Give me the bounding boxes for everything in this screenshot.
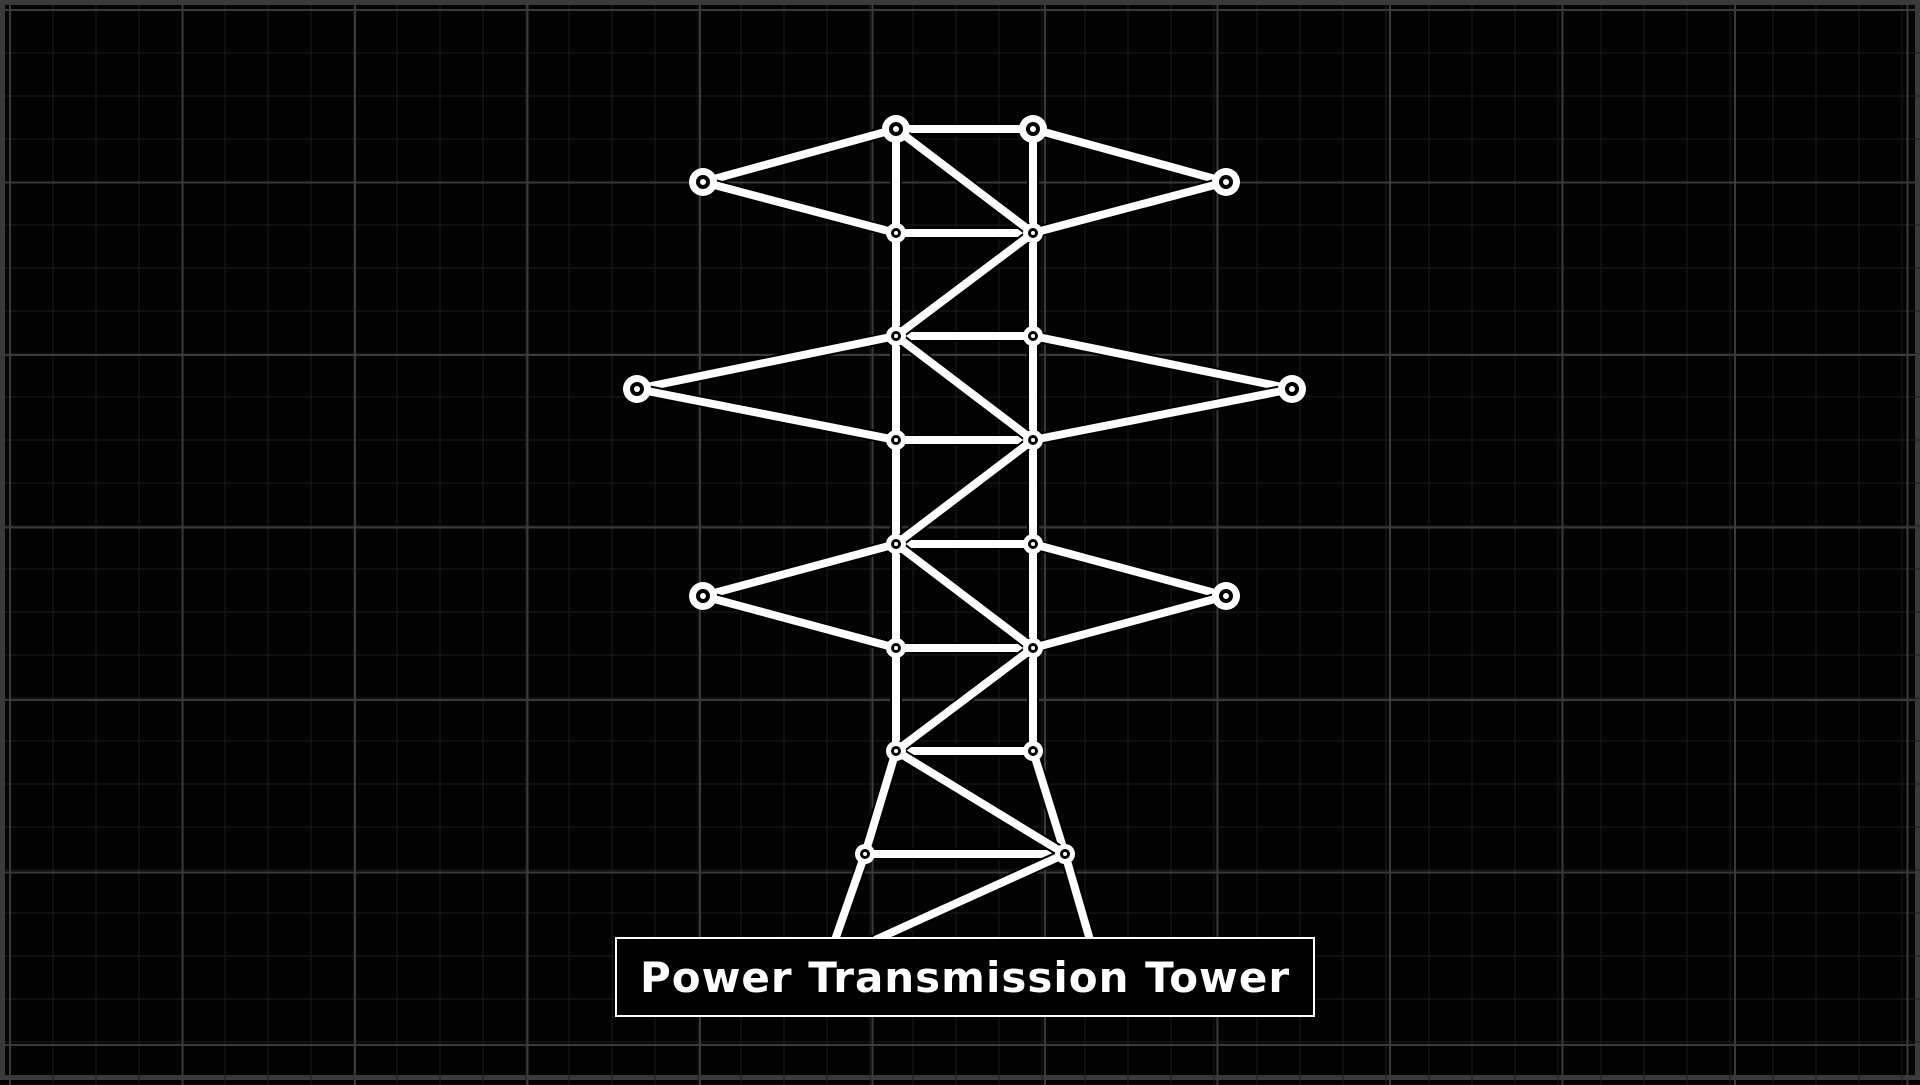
anchor-joint[interactable] [1278, 375, 1306, 403]
joint-pin [1063, 852, 1067, 856]
anchor-joint[interactable] [623, 375, 651, 403]
title-banner: Power Transmission Tower [615, 937, 1315, 1017]
truss-beam [893, 229, 1036, 340]
joint-pin [634, 386, 640, 392]
truss-beam [1031, 125, 1228, 186]
joint-pin [894, 646, 898, 650]
joint-pin [1289, 386, 1295, 392]
joint-pin [1031, 542, 1035, 546]
truss-scene[interactable] [5, 5, 1920, 1085]
truss-beam [893, 125, 1036, 237]
truss-beam [701, 592, 898, 652]
truss-beam [831, 852, 869, 942]
joint-pin [863, 852, 867, 856]
anchor-joint[interactable] [689, 582, 717, 610]
truss-joint[interactable] [886, 223, 906, 243]
truss-beam [701, 540, 898, 600]
truss-beam [701, 125, 898, 186]
joint-pin [700, 179, 706, 185]
joint-pin [1031, 646, 1035, 650]
truss-beam [1031, 178, 1228, 237]
joint-pin [1223, 179, 1229, 185]
truss-beam [636, 332, 897, 393]
truss-beam [636, 385, 897, 444]
joint-pin [1031, 749, 1035, 753]
truss-beam [1032, 332, 1293, 393]
truss-beam [1032, 385, 1293, 444]
tower-title: Power Transmission Tower [639, 952, 1291, 1002]
truss-beam [893, 436, 1036, 548]
truss-joint[interactable] [886, 741, 906, 761]
truss-beam [893, 644, 1036, 755]
joint-pin [894, 749, 898, 753]
truss-joint[interactable] [1023, 741, 1043, 761]
truss-beam [873, 850, 1067, 944]
joint-pin [893, 126, 899, 132]
truss-joint[interactable] [1023, 430, 1043, 450]
truss-beam [1061, 852, 1094, 942]
anchor-joint[interactable] [882, 115, 910, 143]
truss-joint[interactable] [1055, 844, 1075, 864]
joint-pin [1031, 231, 1035, 235]
joint-pin [894, 438, 898, 442]
truss-beam [1031, 592, 1228, 652]
truss-joint[interactable] [1023, 638, 1043, 658]
joint-pin [1031, 334, 1035, 338]
truss-beam [861, 749, 900, 856]
truss-beams [631, 123, 1298, 946]
joint-pin [1030, 126, 1036, 132]
truss-joint[interactable] [886, 638, 906, 658]
truss-joints [623, 115, 1306, 864]
anchor-joint[interactable] [1019, 115, 1047, 143]
truss-joint[interactable] [886, 430, 906, 450]
joint-pin [1223, 593, 1229, 599]
joint-pin [700, 593, 706, 599]
truss-beam [1029, 749, 1069, 856]
truss-beam [1031, 540, 1228, 600]
truss-joint[interactable] [886, 534, 906, 554]
truss-joint[interactable] [1023, 326, 1043, 346]
joint-pin [1031, 438, 1035, 442]
anchor-joint[interactable] [689, 168, 717, 196]
truss-beam [893, 540, 1036, 652]
truss-beam [893, 332, 1036, 444]
truss-joint[interactable] [1023, 223, 1043, 243]
truss-joint[interactable] [855, 844, 875, 864]
truss-beam [893, 747, 1068, 858]
joint-pin [894, 542, 898, 546]
truss-beam [701, 178, 898, 237]
truss-joint[interactable] [1023, 534, 1043, 554]
anchor-joint[interactable] [1212, 168, 1240, 196]
joint-pin [894, 334, 898, 338]
truss-joint[interactable] [886, 326, 906, 346]
joint-pin [894, 231, 898, 235]
anchor-joint[interactable] [1212, 582, 1240, 610]
